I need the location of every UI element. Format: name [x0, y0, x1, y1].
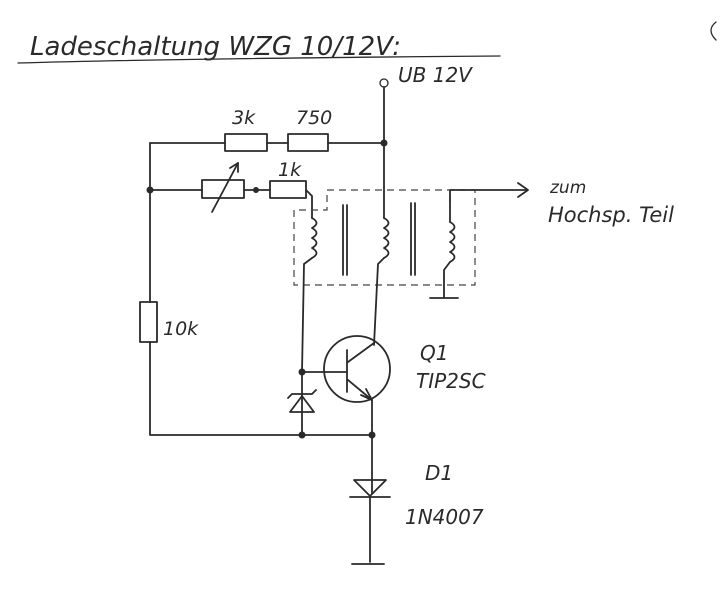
junction-dot-emitter	[368, 431, 376, 439]
junction-dot-mid	[253, 187, 259, 193]
transistor-emitter-lead	[347, 379, 373, 401]
transistor-part-label: TIP2SC	[416, 369, 486, 393]
output-wire	[449, 189, 528, 201]
feedback-wire-down	[301, 257, 313, 373]
potentiometer-arrow-head	[229, 162, 239, 173]
zener-diode-bar	[287, 389, 317, 399]
edge-mark	[710, 21, 717, 41]
diode-name-label: D1	[425, 461, 453, 485]
resistor-10k	[139, 301, 158, 343]
transistor-collector-lead	[347, 342, 375, 363]
transistor-q1-body	[323, 335, 391, 403]
primary-to-collector-wire	[373, 257, 385, 346]
title-underline	[17, 55, 501, 64]
secondary-to-ground-wire	[443, 261, 451, 299]
supply-label: UB 12V	[398, 63, 473, 87]
left-rail-lower	[149, 341, 373, 436]
transistor-name-label: Q1	[420, 341, 448, 365]
junction-dot-zener-bottom	[298, 431, 306, 439]
secondary-coil	[449, 221, 456, 263]
output-arrow-icon	[517, 182, 529, 198]
feedback-coil	[311, 217, 318, 259]
transformer-core-right	[410, 202, 416, 276]
resistor-750-label: 750	[296, 107, 332, 129]
potentiometer-arrow-shaft	[211, 162, 239, 213]
output-label-line1: zum	[549, 178, 586, 198]
resistor-750	[287, 133, 329, 152]
diode-d1-triangle	[353, 479, 387, 497]
primary-coil	[383, 217, 390, 259]
output-label-line2: Hochsp. Teil	[548, 203, 674, 227]
potentiometer	[201, 179, 245, 199]
transformer-core-left	[342, 204, 348, 276]
resistor-3k-label: 3k	[232, 107, 256, 129]
zener-diode-triangle	[289, 395, 315, 413]
supply-terminal	[379, 78, 389, 88]
mid-wire-to-feedback-coil	[305, 189, 313, 219]
resistor-3k	[224, 133, 268, 152]
resistor-1k	[269, 180, 307, 199]
resistor-10k-label: 10k	[163, 318, 199, 340]
resistor-1k-label: 1k	[278, 159, 302, 181]
diode-part-label: 1N4007	[405, 505, 484, 529]
